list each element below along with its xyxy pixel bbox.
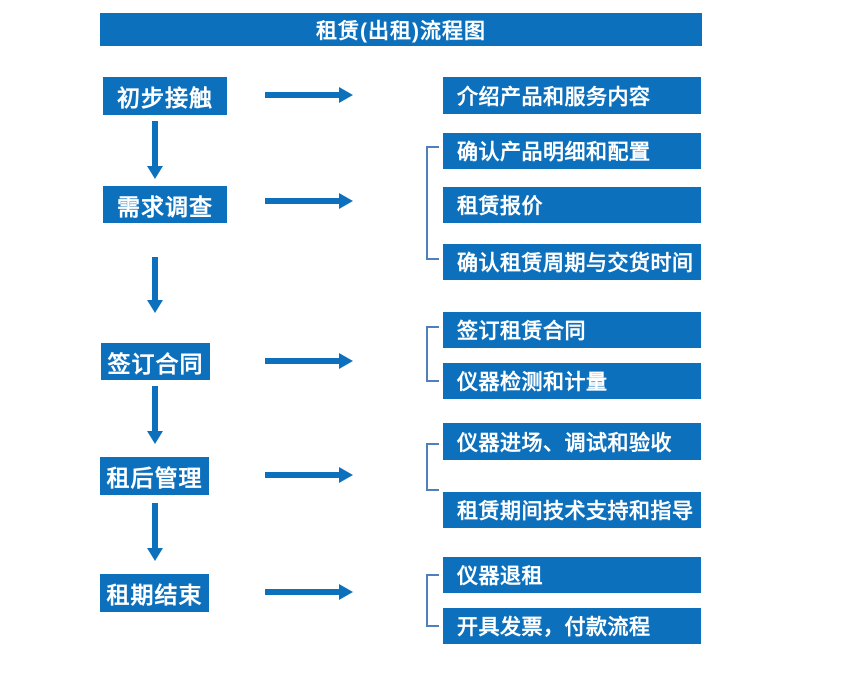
down-arrow-step3-step4: [147, 386, 163, 444]
detail-box-sign-rental-contract: 签订租赁合同: [443, 312, 701, 348]
arrow-head-icon: [339, 584, 353, 600]
arrow-shaft: [265, 92, 341, 98]
step-box-rental-end: 租期结束: [100, 574, 209, 612]
detail-box-tech-support: 租赁期间技术支持和指导: [443, 492, 701, 528]
detail-box-confirm-product-config: 确认产品明细和配置: [443, 133, 701, 169]
arrow-shaft: [152, 503, 158, 549]
arrow-shaft: [265, 589, 341, 595]
right-arrow-step3: [265, 353, 353, 369]
step-box-initial-contact: 初步接触: [103, 77, 227, 115]
arrow-head-icon: [147, 548, 163, 561]
arrow-head-icon: [339, 87, 353, 103]
down-arrow-step2-step3: [147, 257, 163, 313]
down-arrow-step4-step5: [147, 503, 163, 561]
detail-box-invoice-payment: 开具发票，付款流程: [443, 608, 701, 644]
arrow-head-icon: [147, 166, 163, 179]
detail-box-introduce-products: 介绍产品和服务内容: [443, 77, 701, 114]
step-box-sign-contract: 签订合同: [101, 343, 210, 380]
right-arrow-step4: [265, 467, 353, 483]
bracket-group-post-rental: [426, 443, 439, 491]
bracket-group-sign-contract: [426, 326, 439, 382]
bracket-group-rental-end: [426, 574, 439, 627]
right-arrow-step2: [265, 193, 353, 209]
step-box-demand-survey: 需求调查: [103, 186, 227, 223]
detail-box-rental-quote: 租赁报价: [443, 187, 701, 223]
arrow-shaft: [152, 386, 158, 432]
arrow-shaft: [265, 358, 341, 364]
arrow-head-icon: [339, 193, 353, 209]
arrow-head-icon: [147, 300, 163, 313]
detail-box-confirm-period-delivery: 确认租赁周期与交货时间: [443, 244, 701, 280]
detail-box-instrument-testing: 仪器检测和计量: [443, 363, 701, 399]
right-arrow-step5: [265, 584, 353, 600]
arrow-shaft: [152, 121, 158, 167]
detail-box-instrument-setup-acceptance: 仪器进场、调试和验收: [443, 423, 701, 460]
step-box-post-rental-management: 租后管理: [100, 457, 209, 495]
arrow-shaft: [152, 257, 158, 301]
arrow-head-icon: [339, 467, 353, 483]
down-arrow-step1-step2: [147, 121, 163, 179]
arrow-shaft: [265, 472, 341, 478]
diagram-title: 租赁(出租)流程图: [100, 13, 702, 46]
detail-box-instrument-return: 仪器退租: [443, 557, 701, 593]
arrow-head-icon: [147, 431, 163, 444]
arrow-head-icon: [339, 353, 353, 369]
arrow-shaft: [265, 198, 341, 204]
right-arrow-step1: [265, 87, 353, 103]
bracket-group-demand-survey: [426, 146, 439, 260]
